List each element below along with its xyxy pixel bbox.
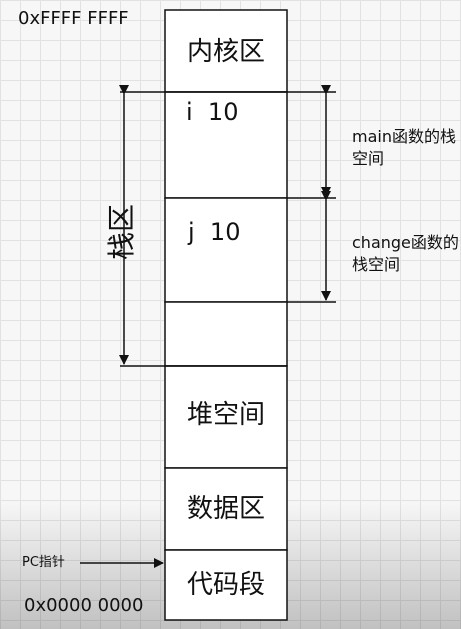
bottom-address-label: 0x0000 0000 — [24, 595, 144, 616]
kernel-block-label: 内核区 — [186, 37, 265, 67]
code-block — [164, 549, 288, 621]
main-frame-annotation: main函数的栈空间 — [352, 127, 456, 168]
data-block-label: 数据区 — [186, 494, 265, 524]
change-variable-j-label: j 10 — [188, 218, 241, 246]
change-frame-block — [164, 197, 288, 303]
free-stack-block — [164, 301, 288, 367]
main-variable-i-label: i 10 — [186, 98, 239, 126]
heap-block-label: 堆空间 — [186, 400, 265, 430]
top-address-label: 0xFFFF FFFF — [18, 8, 129, 29]
pc-pointer-label: PC指针 — [22, 555, 65, 570]
kernel-block — [164, 9, 288, 93]
heap-block — [164, 365, 288, 469]
change-frame-annotation: change函数的栈空间 — [352, 233, 459, 274]
stack-region-label: 栈区 — [105, 204, 138, 261]
code-block-label: 代码段 — [186, 570, 265, 600]
